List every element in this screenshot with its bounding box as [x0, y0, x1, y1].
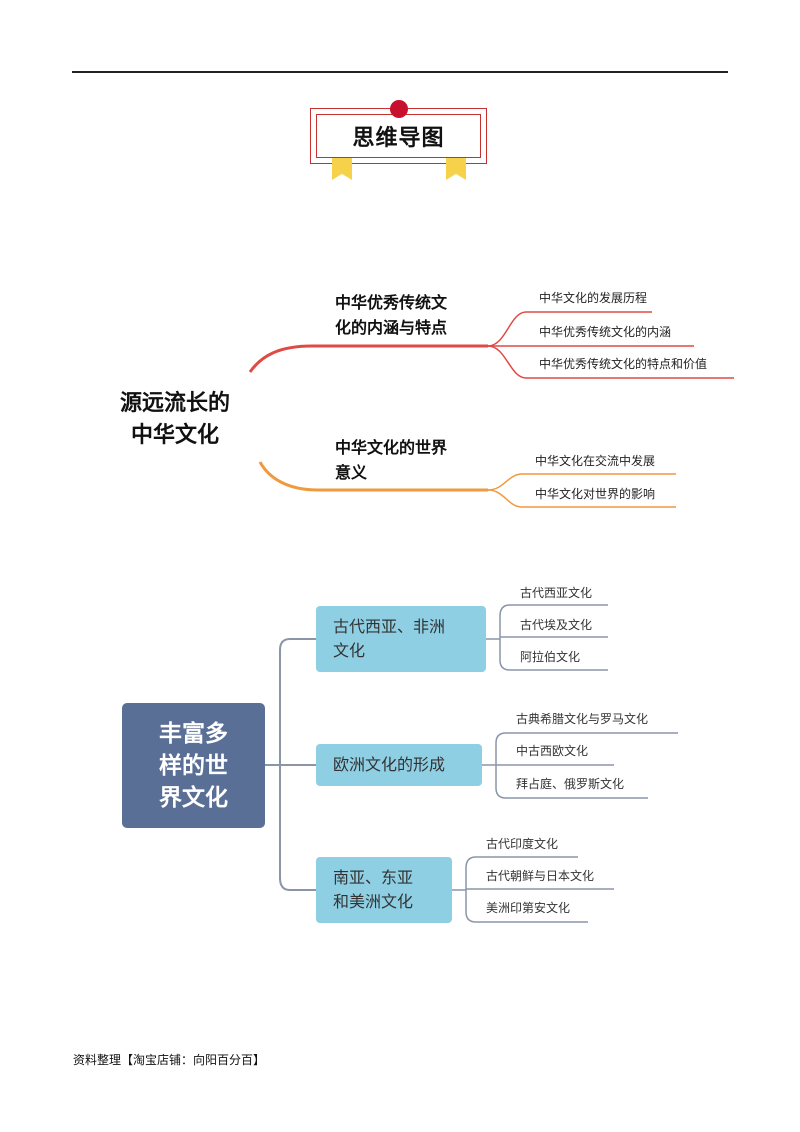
m1-leaf-1-3: 中华优秀传统文化的特点和价值: [539, 357, 708, 371]
m2-leaf-3-2: 古代朝鲜与日本文化: [486, 869, 595, 883]
m1-leaf-1-2: 中华优秀传统文化的内涵: [539, 325, 672, 339]
ribbon-right: [446, 158, 466, 180]
m1-connector-leaf-1-3: [487, 345, 734, 379]
m2-connector-leaves-3: [452, 856, 614, 923]
m1-connector-branch-1: [248, 344, 488, 373]
m2-leaf-2-2: 中古西欧文化: [516, 744, 589, 758]
title-text: 思维导图: [352, 126, 445, 151]
m1-leaf-2-2: 中华文化对世界的影响: [535, 487, 656, 501]
m2-leaf-2-1: 古典希腊文化与罗马文化: [516, 712, 649, 726]
m2-branch-1: 古代西亚、非洲 文化: [316, 606, 486, 672]
m1-leaf-1-1: 中华文化的发展历程: [539, 291, 648, 305]
m2-root-topic: 丰富多 样的世 界文化: [122, 703, 265, 828]
m1-branch-1-label: 中华优秀传统文 化的内涵与特点: [335, 293, 448, 337]
m2-leaf-1-2: 古代埃及文化: [520, 618, 593, 632]
m1-connector-leaf-1-1: [487, 311, 652, 347]
footer-credit: 资料整理【淘宝店铺：向阳百分百】: [73, 1053, 266, 1067]
m1-root-topic: 源远流长的 中华文化: [119, 391, 230, 448]
m2-connector-trunk: [279, 638, 316, 891]
m2-connector-leaves-1: [486, 604, 608, 671]
m2-leaf-1-1: 古代西亚文化: [520, 586, 593, 600]
m1-branch-2-label: 中华文化的世界 意义: [335, 438, 448, 482]
m1-connector-leaf-2-1: [487, 473, 676, 491]
m2-leaf-2-3: 拜占庭、俄罗斯文化: [516, 777, 625, 791]
ribbon-left: [332, 158, 352, 180]
top-rule: [72, 71, 728, 73]
m2-leaf-1-3: 阿拉伯文化: [520, 650, 581, 664]
m2-leaf-3-1: 古代印度文化: [486, 837, 559, 851]
m1-leaf-2-1: 中华文化在交流中发展: [535, 454, 656, 468]
m1-connector-leaf-2-2: [487, 489, 676, 508]
m2-connector-leaves-2: [482, 732, 678, 799]
m2-branch-3: 南亚、东亚 和美洲文化: [316, 857, 452, 923]
m2-branch-2: 欧洲文化的形成: [316, 744, 482, 786]
m2-leaf-3-3: 美洲印第安文化: [486, 901, 571, 915]
badge-pin-dot: [390, 100, 408, 118]
m1-connector-branch-2: [258, 461, 488, 492]
